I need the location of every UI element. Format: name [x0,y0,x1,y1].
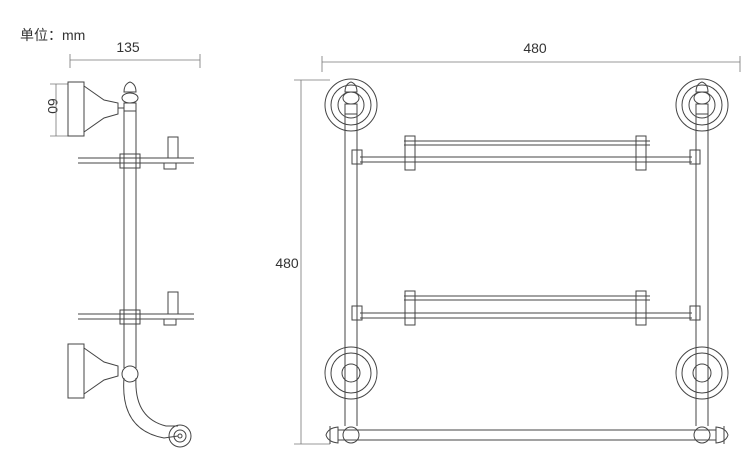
front-upper-shelf [351,135,701,171]
side-upper-shelf [78,136,194,170]
side-width-dimension [69,54,201,68]
side-height-label: 60 [45,98,61,114]
side-lower-shelf [78,291,194,326]
rosette-top-right [675,78,729,132]
unit-label: 单位：mm [20,27,85,43]
side-view [67,81,194,448]
front-width-dimension [321,56,741,72]
side-bottom-mount [67,343,139,399]
post-right [695,114,709,426]
side-width-label: 135 [116,39,140,55]
post-left [344,114,358,426]
finial-right [693,81,711,115]
rosette-top-left [324,78,378,132]
side-finial [121,81,139,112]
towel-bar [338,426,716,444]
towel-bar-end-right [715,426,729,444]
front-height-label: 480 [275,255,299,271]
front-height-dimension [294,79,330,445]
front-lower-shelf [351,290,701,326]
side-height-dimension [50,83,68,137]
finial-left [342,81,360,115]
rosette-bottom-right [675,346,729,400]
side-post [123,111,137,368]
rosette-bottom-left [324,346,378,400]
front-view [324,78,729,444]
side-towel-hook [123,377,192,448]
towel-bar-end-left [325,426,339,444]
front-width-label: 480 [523,40,547,56]
side-top-mount [67,81,124,137]
